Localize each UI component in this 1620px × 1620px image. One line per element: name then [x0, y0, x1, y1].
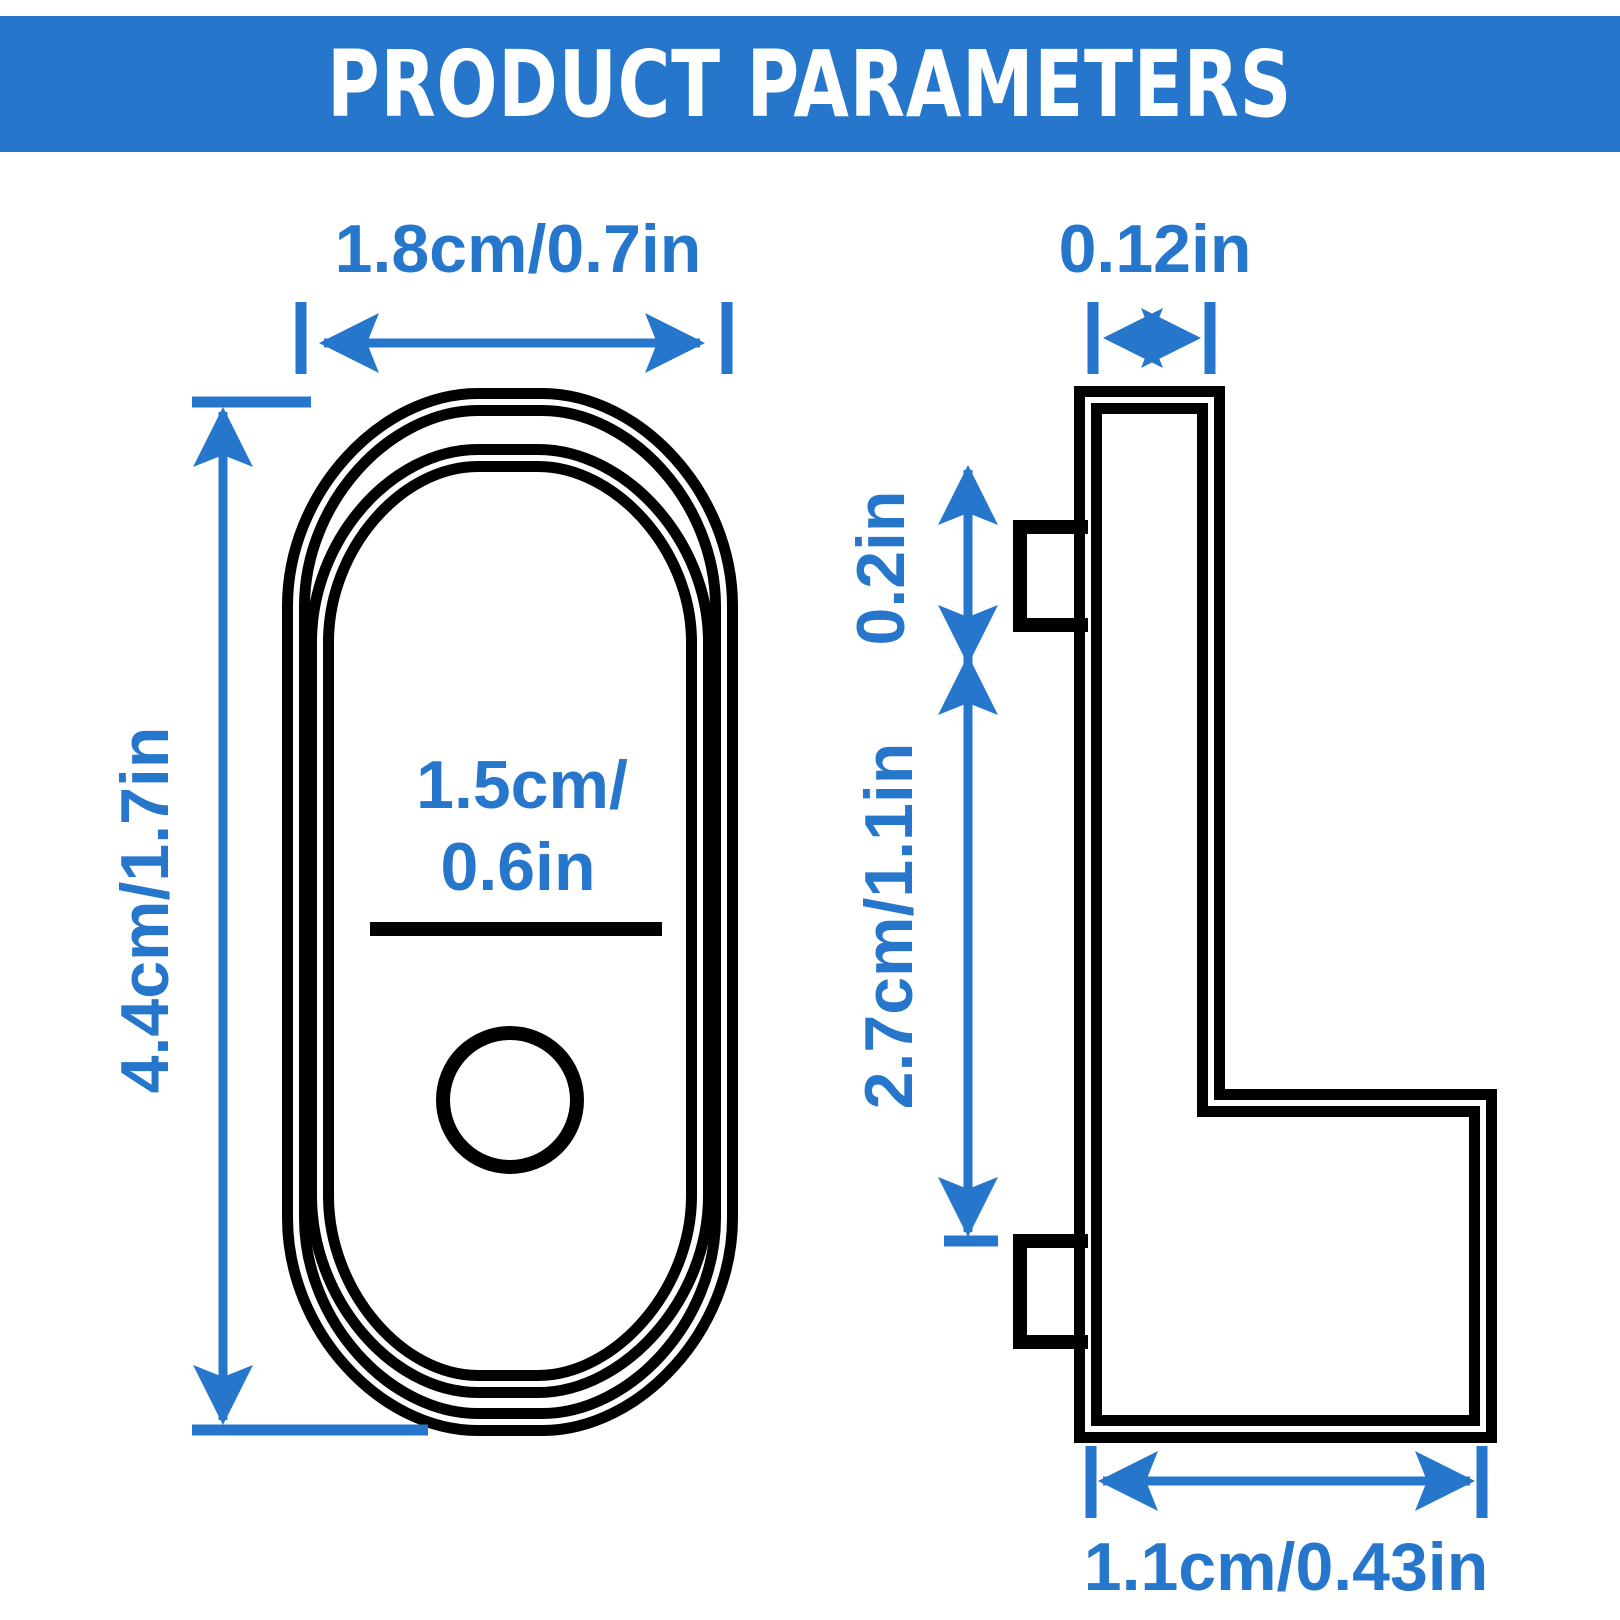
- bottom-tab-outline: [1013, 1234, 1088, 1349]
- screw-hole: [436, 1026, 584, 1174]
- banner-title: PRODUCT PARAMETERS: [327, 30, 1293, 138]
- base-width-label: 1.1cm/0.43in: [1084, 1529, 1488, 1605]
- thickness-label: 0.12in: [1059, 211, 1252, 287]
- inner-plate-outline: [306, 444, 714, 1398]
- height-label: 4.4cm/1.7in: [107, 727, 183, 1094]
- outer-plate-outline: [282, 388, 738, 1436]
- side-profile-outline: [1074, 386, 1497, 1443]
- outer-plate-gap: [293, 399, 727, 1425]
- tab-spacing-label: 2.7cm/1.1in: [851, 743, 927, 1110]
- inner-width-label-line1: 1.5cm/: [416, 747, 628, 823]
- title-banner: PRODUCT PARAMETERS: [0, 16, 1620, 152]
- top-tab-outline: [1013, 520, 1088, 632]
- side-profile-gap: [1085, 397, 1486, 1432]
- side-view: 0.12in 0.2in 2.7cm/1.1in 1.1cm/0.43in: [843, 211, 1497, 1605]
- inner-width-label-line2: 0.6in: [441, 829, 596, 905]
- tab-label: 0.2in: [843, 491, 919, 646]
- width-label: 1.8cm/0.7in: [335, 211, 702, 287]
- front-view: 1.8cm/0.7in 4.4cm/1.7in 1.5cm/ 0.6in: [107, 211, 738, 1436]
- inner-plate-gap: [317, 455, 703, 1387]
